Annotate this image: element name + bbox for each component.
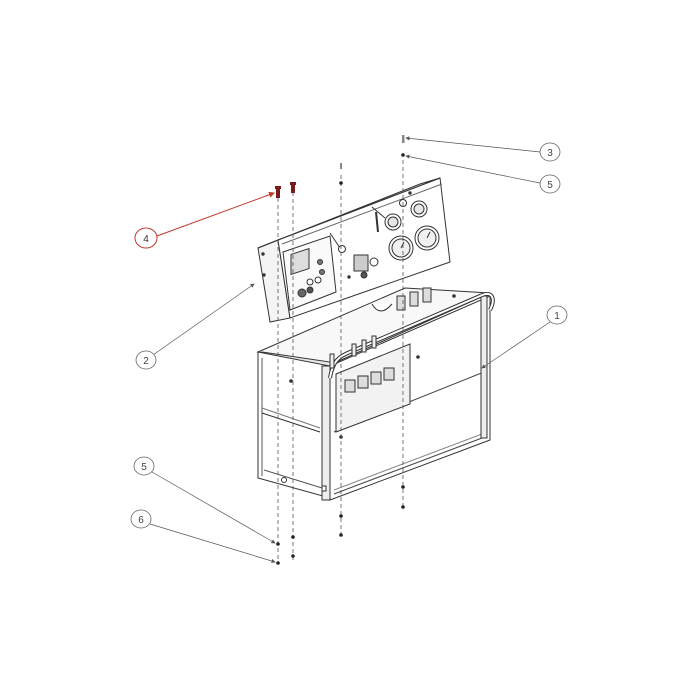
callout-label: 5 bbox=[547, 180, 553, 191]
display-module bbox=[282, 235, 337, 311]
callout-label: 3 bbox=[547, 148, 553, 159]
leader-1 bbox=[481, 321, 551, 369]
callout-2[interactable]: 2 bbox=[135, 350, 157, 370]
fasteners bbox=[275, 135, 405, 565]
callout-label: 4 bbox=[143, 234, 149, 245]
leader-5-top bbox=[405, 154, 541, 184]
callout-5-bottom[interactable]: 5 bbox=[133, 456, 155, 476]
bolt-4-icon bbox=[276, 188, 280, 198]
callout-label: 5 bbox=[141, 462, 147, 473]
washer-5-bottom-icon bbox=[276, 542, 280, 546]
bolt-3-icon bbox=[402, 135, 405, 143]
callout-label: 1 bbox=[554, 311, 560, 322]
control-panel-console bbox=[257, 177, 451, 323]
leader-5-bottom bbox=[151, 471, 276, 544]
leader-6 bbox=[149, 523, 276, 563]
frame-cabinet bbox=[256, 287, 495, 501]
leader-2 bbox=[152, 283, 255, 356]
callout-5-top[interactable]: 5 bbox=[539, 174, 561, 194]
washer-5-icon bbox=[401, 153, 405, 157]
console-bolt-icon bbox=[291, 184, 295, 193]
bolt-6-icon bbox=[276, 561, 280, 565]
leader-4 bbox=[156, 191, 275, 237]
assembly-axes bbox=[277, 160, 404, 560]
callout-6[interactable]: 6 bbox=[130, 509, 152, 529]
callout-4[interactable]: 4 bbox=[134, 227, 158, 249]
leader-lines bbox=[149, 136, 551, 563]
callout-3[interactable]: 3 bbox=[539, 142, 561, 162]
callout-balloons: 4 3 5 2 1 5 6 bbox=[130, 142, 568, 529]
callout-label: 2 bbox=[143, 356, 149, 367]
valve-manifold bbox=[344, 287, 432, 393]
callout-1[interactable]: 1 bbox=[546, 305, 568, 325]
center-valve bbox=[353, 254, 379, 279]
callout-label: 6 bbox=[138, 515, 144, 526]
leader-3 bbox=[405, 136, 541, 153]
